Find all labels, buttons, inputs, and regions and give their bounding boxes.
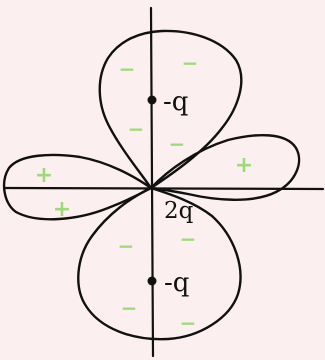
minus-sign: −: [180, 311, 197, 335]
upper-lobe: [98, 29, 243, 190]
plus-sign: +: [35, 163, 53, 188]
plus-sign: +: [53, 197, 71, 222]
upper-charge-label: -q: [163, 87, 188, 117]
minus-sign: −: [118, 234, 135, 258]
plus-sign: +: [235, 153, 253, 178]
lower-charge-dot: [147, 276, 157, 286]
right-lobe: [149, 133, 301, 201]
minus-sign: −: [119, 57, 136, 81]
minus-sign: −: [169, 132, 186, 156]
lower-charge-label: -q: [164, 268, 189, 298]
minus-sign: −: [128, 117, 145, 141]
minus-sign: −: [182, 51, 199, 75]
vertical-axis: [149, 6, 155, 358]
left-lobe: [2, 153, 153, 221]
center-charge-label: 2q: [164, 198, 194, 224]
horizontal-axis: [3, 186, 325, 191]
lower-lobe: [77, 186, 242, 341]
upper-charge-dot: [147, 95, 157, 105]
minus-sign: −: [180, 227, 197, 251]
minus-sign: −: [121, 296, 138, 320]
